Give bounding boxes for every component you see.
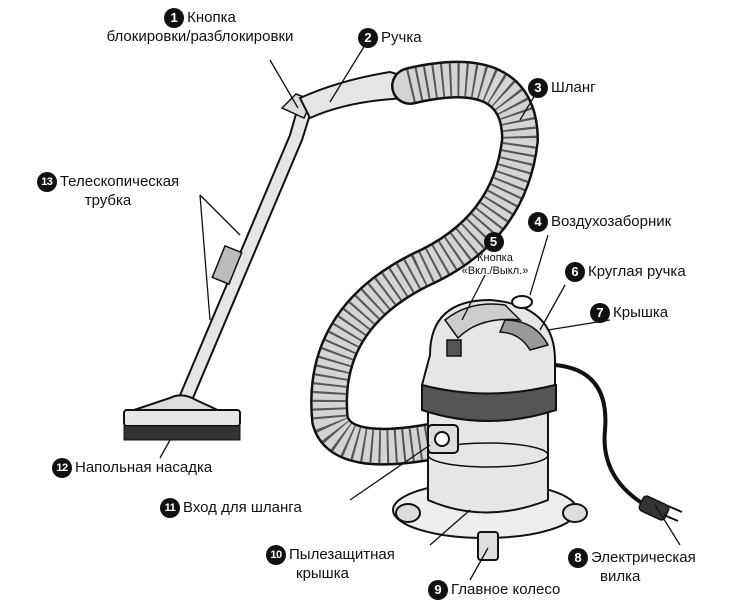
callout-text-13b: трубка (85, 192, 132, 209)
callout-text-1a: Кнопка (187, 9, 236, 26)
callout-5-power-button: 5 Кнопка «Вкл./Выкл.» (445, 232, 545, 279)
telescopic-tube (178, 100, 312, 405)
power-cord (555, 365, 650, 508)
floor-nozzle-shape (124, 395, 240, 440)
callout-number-4: 4 (528, 212, 548, 232)
power-switch-shape (447, 340, 461, 356)
callout-text-5b: «Вкл./Выкл.» (462, 265, 529, 277)
callout-number-8: 8 (568, 548, 588, 568)
callout-text-11: Вход для шланга (183, 499, 302, 516)
callout-text-8b: вилка (600, 568, 640, 585)
callout-text-5a: Кнопка (477, 252, 513, 264)
callout-text-3: Шланг (551, 79, 596, 96)
callout-text-8a: Электрическая (591, 549, 696, 566)
main-wheel-shape (478, 532, 498, 560)
callout-text-10a: Пылезащитная (289, 546, 395, 563)
callout-text-13a: Телескопическая (60, 173, 179, 190)
callout-text-4: Воздухозаборник (551, 213, 671, 230)
callout-number-12: 12 (52, 458, 72, 478)
callout-number-9: 9 (428, 580, 448, 600)
callout-number-10: 10 (266, 545, 286, 565)
callout-number-5: 5 (484, 232, 504, 252)
callout-number-1: 1 (164, 8, 184, 28)
callout-text-1b: блокировки/разблокировки (107, 28, 294, 45)
callout-number-11: 11 (160, 498, 180, 518)
callout-number-13: 13 (37, 172, 57, 192)
air-intake-shape (512, 296, 532, 308)
callout-number-6: 6 (565, 262, 585, 282)
callout-text-12: Напольная насадка (75, 459, 212, 476)
callout-text-6: Круглая ручка (588, 263, 686, 280)
callout-text-9: Главное колесо (451, 581, 560, 598)
electric-plug-shape (638, 495, 682, 521)
vacuum-body (422, 296, 556, 513)
callout-number-7: 7 (590, 303, 610, 323)
callout-number-2: 2 (358, 28, 378, 48)
callout-number-3: 3 (528, 78, 548, 98)
callout-text-7: Крышка (613, 304, 668, 321)
callout-text-2: Ручка (381, 29, 422, 46)
callout-text-10b: крышка (296, 565, 349, 582)
